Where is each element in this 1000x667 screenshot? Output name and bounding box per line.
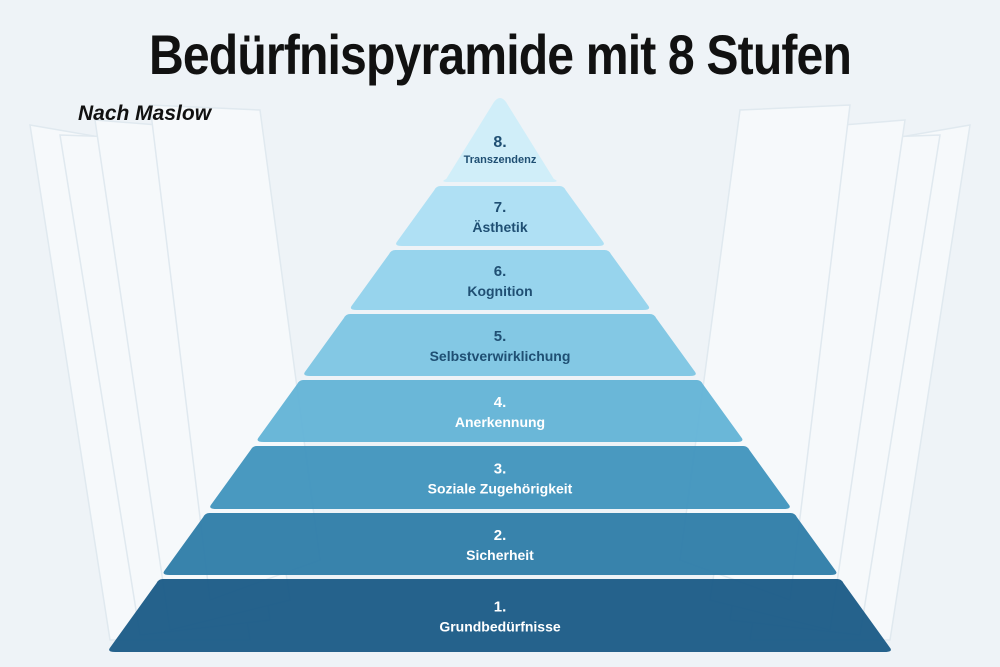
pyramid-level-4: [257, 380, 743, 442]
level-number: 3.: [494, 461, 507, 478]
level-label: Transzendenz: [464, 154, 537, 166]
level-label: Grundbedürfnisse: [439, 619, 561, 635]
level-label: Sicherheit: [466, 547, 534, 563]
pyramid-level-3: [210, 446, 790, 509]
level-label: Anerkennung: [455, 414, 545, 430]
pyramid-level-1: [109, 579, 891, 652]
level-number: 8.: [493, 134, 506, 151]
level-label: Kognition: [467, 283, 532, 299]
level-label: Soziale Zugehörigkeit: [428, 481, 573, 497]
pyramid-level-6: [350, 250, 650, 310]
level-number: 5.: [494, 328, 507, 345]
pyramid-level-5: [304, 314, 696, 376]
pyramid-level-2: [163, 513, 837, 575]
level-number: 1.: [494, 599, 507, 616]
level-number: 4.: [494, 394, 507, 411]
page-title: Bedürfnispyramide mit 8 Stufen: [148, 23, 852, 86]
pyramid-level-7: [396, 186, 604, 246]
level-label: Ästhetik: [472, 219, 527, 235]
level-label: Selbstverwirklichung: [430, 348, 571, 364]
pyramid-level-8: [443, 98, 557, 182]
level-number: 2.: [494, 527, 507, 544]
level-number: 6.: [494, 263, 507, 280]
level-number: 7.: [494, 199, 507, 216]
page-subtitle: Nach Maslow: [78, 102, 212, 125]
